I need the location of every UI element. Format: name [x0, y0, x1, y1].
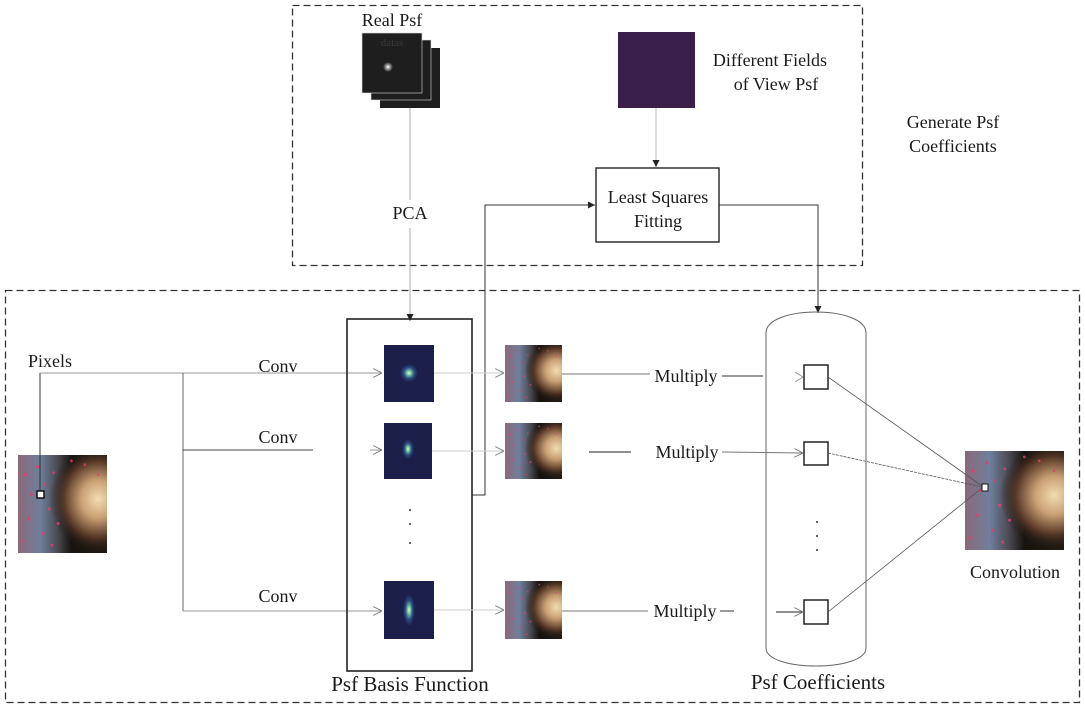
psf-basis-2 — [384, 423, 432, 479]
real-psf-watermark: datas — [381, 37, 404, 49]
fov-psf-image — [618, 32, 695, 108]
conv-label-3: Conv — [258, 586, 297, 606]
basis-to-lsq-arrow — [472, 201, 595, 496]
output-pixel-marker — [981, 483, 989, 492]
lsq-label-line2: Fitting — [634, 211, 682, 231]
coefficient-box-1 — [803, 364, 829, 390]
real-psf-stack: datas — [361, 32, 440, 108]
lsq-to-coefficients-arrow — [719, 204, 822, 313]
lsq-label-line1: Least Squares — [608, 187, 708, 207]
conv-output-n — [505, 581, 562, 639]
psf-basis-box — [346, 318, 473, 672]
coefficient-box-2 — [803, 441, 829, 466]
sum-lines — [827, 376, 983, 613]
section-title-line1: Generate Psf — [907, 112, 999, 132]
convolution-output-image — [965, 451, 1064, 550]
section-title-line2: Coefficients — [909, 136, 997, 156]
generate-coefficients-frame — [291, 4, 864, 267]
convolution-label: Convolution — [970, 562, 1060, 582]
multiply-label-3: Multiply — [653, 601, 716, 621]
psf-coefficients-label: Psf Coefficients — [751, 670, 885, 694]
psf-basis-1 — [384, 345, 434, 402]
pixels-label: Pixels — [28, 351, 72, 371]
real-psf-label: Real Psf — [362, 10, 423, 30]
convolution-frame — [4, 289, 1081, 704]
basis-ellipsis — [409, 509, 411, 544]
psf-basis-label: Psf Basis Function — [331, 672, 489, 696]
coefficient-ellipsis — [816, 521, 818, 551]
conv-output-1 — [505, 345, 562, 402]
input-galaxy-image — [18, 455, 107, 553]
fov-psf-label-line1: Different Fields — [713, 50, 827, 70]
psf-coefficients-cylinder — [765, 311, 867, 667]
basis-to-output-arrows — [432, 373, 504, 610]
least-squares-box — [595, 167, 720, 243]
psf-basis-n — [384, 581, 434, 639]
multiply-label-2: Multiply — [655, 442, 718, 462]
multiply-label-1: Multiply — [654, 366, 717, 386]
conv-label-2: Conv — [258, 427, 297, 447]
pixel-marker — [36, 490, 45, 499]
multiply-lines — [562, 371, 804, 612]
fov-psf-label-line2: of View Psf — [734, 74, 819, 94]
conv-branches — [40, 373, 382, 611]
conv-label-1: Conv — [258, 356, 297, 376]
coefficient-box-n — [803, 599, 829, 625]
conv-output-2 — [505, 423, 562, 479]
pca-label: PCA — [392, 203, 427, 223]
